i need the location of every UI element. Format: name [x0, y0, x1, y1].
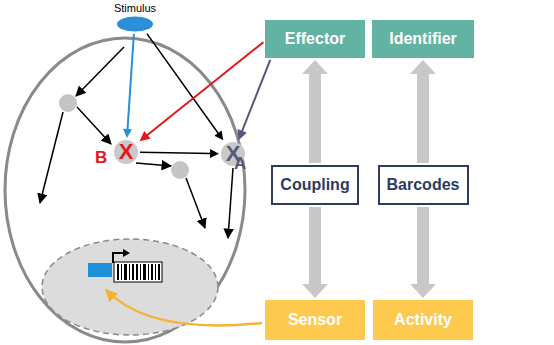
connector-arrow: [410, 207, 436, 298]
pathway-arrow: [186, 178, 205, 228]
target-label: B: [95, 149, 107, 166]
barcode: [117, 264, 160, 280]
connector-arrow: [410, 60, 436, 163]
barcode-bar: [136, 264, 138, 280]
arrowhead: [238, 129, 247, 140]
box-label: Identifier: [389, 30, 457, 48]
box-label: Activity: [394, 311, 452, 329]
target-node: XB: [114, 140, 138, 164]
barcode-bar: [140, 264, 141, 280]
coupling-box: Coupling: [271, 165, 359, 205]
box-label: Coupling: [280, 176, 349, 194]
pathway-node: [59, 94, 77, 112]
target-label: A: [234, 155, 246, 172]
connector-arrow: [140, 149, 219, 158]
pathway-arrow: [77, 107, 111, 144]
sensor-box: Sensor: [265, 300, 365, 340]
box-label: Barcodes: [387, 176, 460, 194]
arrowhead: [410, 60, 436, 74]
arrowhead: [410, 284, 436, 298]
barcode-bar: [124, 264, 127, 280]
arrowhead: [302, 284, 328, 298]
pathway-arrow: [136, 163, 171, 166]
cell-outline: [5, 38, 245, 342]
activity-box: Activity: [373, 300, 473, 340]
stimulus-label: Stimulus: [112, 2, 159, 14]
box-label: Effector: [285, 30, 345, 48]
connector-line: [147, 34, 219, 135]
nucleus: [42, 239, 218, 335]
box-label: Sensor: [288, 311, 342, 329]
connector-arrow: [147, 34, 223, 141]
barcode-bar: [155, 264, 156, 280]
barcode-frame: [114, 262, 162, 282]
arrowhead: [214, 130, 223, 140]
barcode-bar: [158, 264, 160, 280]
connector-arrow: [123, 34, 134, 138]
barcode-bar: [148, 264, 149, 280]
connector-line: [417, 207, 429, 287]
effector-box: Effector: [265, 20, 365, 58]
sensor-arrow: [106, 290, 262, 326]
connector-arrow: [302, 207, 328, 298]
arrowhead: [302, 60, 328, 74]
arrowhead: [210, 149, 219, 158]
barcode-bar: [151, 264, 153, 280]
target-node: XA: [221, 142, 245, 166]
connector-line: [309, 71, 321, 163]
connector-line: [140, 152, 212, 153]
connector-line: [241, 60, 270, 133]
barcode-bar: [121, 264, 122, 280]
target-mark: X: [119, 141, 134, 163]
pathway-arrow: [40, 112, 63, 203]
tss-arrowhead: [123, 249, 130, 257]
stimulus-shape: [115, 16, 155, 32]
connector-line: [309, 207, 321, 287]
barcode-bar: [117, 264, 119, 280]
pathway-arrow: [76, 47, 124, 96]
pathway-node: [171, 161, 189, 179]
promoter: [88, 263, 112, 277]
barcodes-box: Barcodes: [378, 165, 469, 205]
barcode-bar: [132, 264, 134, 280]
connector-line: [127, 34, 133, 131]
pathway-arrow: [228, 168, 233, 238]
stimulus: Stimulus: [112, 2, 159, 32]
identifier-box: Identifier: [372, 20, 474, 58]
connector-line: [417, 71, 429, 163]
connector-arrow: [302, 60, 328, 163]
stimulus-ellipse: [117, 17, 153, 32]
arrowhead: [123, 129, 132, 138]
arrowhead: [140, 131, 151, 141]
barcode-bar: [129, 264, 130, 280]
connector-arrow: [238, 60, 271, 140]
barcode-bar: [143, 264, 146, 280]
